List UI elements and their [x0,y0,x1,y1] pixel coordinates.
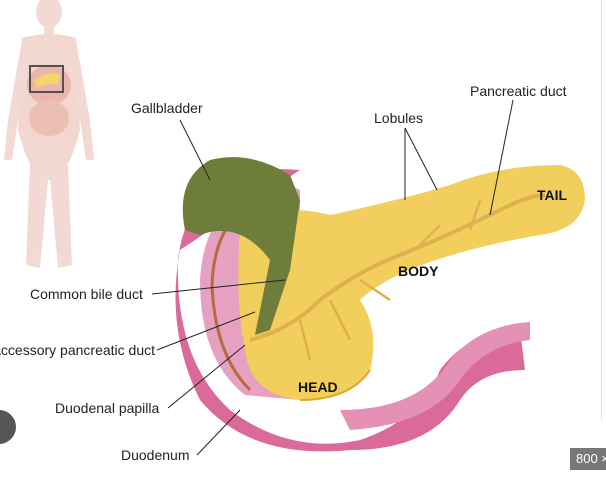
pancreatic-duct-shape [249,193,546,342]
label-accessory-pancreatic-duct: Accessory pancreatic duct [0,342,155,358]
label-duodenum: Duodenum [121,447,190,463]
region-tail: TAIL [537,187,568,203]
label-duodenal-papilla: Duodenal papilla [55,400,160,416]
image-size-badge: 800 × [570,448,606,470]
body-figure-thumbnail [4,0,94,268]
gallbladder-shape [182,157,300,335]
label-gallbladder: Gallbladder [131,100,203,116]
pancreas-shape [238,165,586,400]
label-pancreatic-duct: Pancreatic duct [470,83,567,99]
region-body: BODY [398,263,439,279]
region-head: HEAD [298,379,338,395]
previous-image-button[interactable] [0,410,16,444]
label-lobules: Lobules [374,110,424,126]
label-common-bile-duct: Common bile duct [30,286,143,302]
image-edge-divider [601,0,602,420]
